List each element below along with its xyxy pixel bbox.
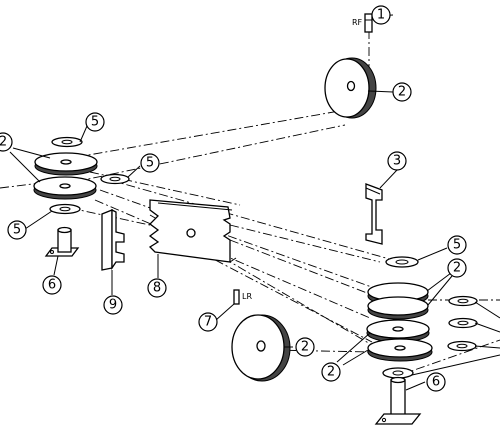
svg-text:2: 2	[0, 135, 7, 150]
svg-text:5: 5	[13, 223, 21, 238]
lower-pulley	[231, 314, 291, 382]
left-post-mount	[44, 226, 80, 257]
svg-text:6: 6	[48, 278, 56, 293]
callout-5-right: 5	[447, 235, 467, 255]
callout-9: 9	[103, 295, 123, 315]
right-post-mount	[374, 376, 422, 425]
washers	[49, 136, 478, 379]
callout-6-right: 6	[426, 372, 446, 392]
callout-2-left-stack: 2	[0, 132, 13, 152]
svg-text:2: 2	[301, 340, 309, 355]
callout-2-right-stack: 2	[447, 258, 467, 278]
callout-2-lower-stack: 2	[321, 362, 341, 382]
svg-text:5: 5	[453, 238, 461, 253]
lr-pin: LR	[233, 289, 252, 305]
svg-text:6: 6	[432, 375, 440, 390]
left-pulley-stack	[33, 152, 98, 200]
svg-text:7: 7	[204, 315, 212, 330]
callout-5-bottom-left: 5	[7, 220, 27, 240]
bracket-3	[365, 183, 383, 245]
svg-text:2: 2	[398, 85, 406, 100]
callout-3: 3	[387, 151, 407, 171]
right-pulley-stack	[366, 282, 433, 362]
svg-text:1: 1	[377, 8, 385, 23]
callout-2-upper-pulley: 2	[392, 82, 412, 102]
bracket-9	[101, 208, 125, 271]
callout-2-lower-pulley: 2	[295, 337, 315, 357]
svg-text:9: 9	[109, 298, 117, 313]
svg-text:2: 2	[327, 365, 335, 380]
callout-8: 8	[147, 278, 167, 298]
leader-lines	[9, 14, 500, 391]
callout-6-left: 6	[42, 275, 62, 295]
rf-tag: RF	[352, 18, 363, 27]
callout-1: 1	[371, 5, 391, 25]
svg-text:3: 3	[393, 154, 401, 169]
lr-tag: LR	[242, 292, 252, 301]
svg-text:5: 5	[146, 156, 154, 171]
panel-8	[148, 199, 237, 263]
svg-text:2: 2	[453, 261, 461, 276]
rf-pin: RF	[352, 13, 373, 33]
upper-pulley	[324, 57, 377, 119]
callout-5-mid: 5	[140, 153, 160, 173]
svg-text:5: 5	[91, 115, 99, 130]
callout-7: 7	[198, 312, 218, 332]
svg-text:8: 8	[153, 281, 161, 296]
callout-5-top-left: 5	[85, 112, 105, 132]
